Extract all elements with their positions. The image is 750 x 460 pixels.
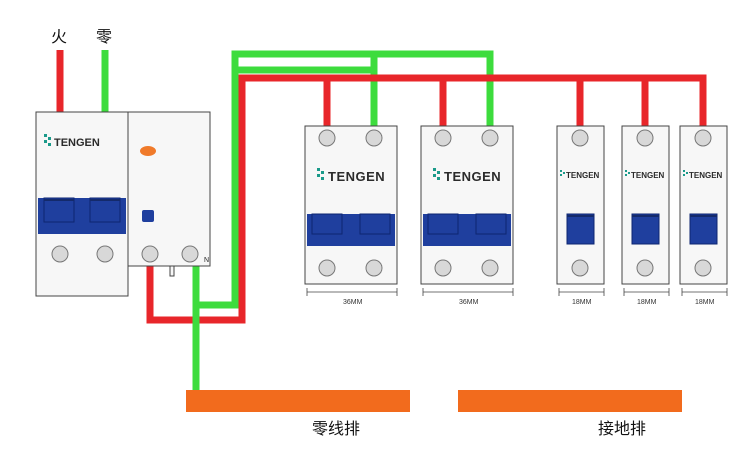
toggle-handle-right[interactable] bbox=[359, 213, 391, 235]
rcd-test-button[interactable] bbox=[142, 210, 154, 222]
terminal-screw bbox=[694, 129, 712, 147]
brand-label: TENGEN bbox=[631, 171, 665, 180]
branch-breaker-1: TENGEN bbox=[304, 125, 398, 285]
tengen-logo-icon bbox=[44, 134, 51, 146]
terminal-screw bbox=[434, 129, 452, 147]
terminal-screw bbox=[694, 259, 712, 277]
terminal-screw bbox=[318, 259, 336, 277]
terminal-screw bbox=[141, 245, 159, 263]
rcd-indicator bbox=[140, 146, 156, 156]
branch-breaker-5: TENGEN bbox=[679, 125, 728, 285]
wires bbox=[56, 50, 707, 398]
branch-breaker-3: TENGEN bbox=[556, 125, 605, 285]
tengen-logo-icon bbox=[625, 170, 630, 176]
terminal-screw bbox=[571, 129, 589, 147]
branch-breaker-2: TENGEN bbox=[420, 125, 514, 285]
ground-busbar bbox=[458, 390, 682, 412]
neutral-busbar bbox=[186, 390, 410, 412]
toggle-handle[interactable] bbox=[689, 213, 718, 245]
terminal-screw bbox=[571, 259, 589, 277]
tengen-logo-icon bbox=[560, 170, 565, 176]
toggle-handle-left[interactable] bbox=[311, 213, 343, 235]
terminal-screw bbox=[481, 129, 499, 147]
terminal-screw bbox=[181, 245, 199, 263]
brand-label: TENGEN bbox=[328, 169, 385, 184]
dimension-marks bbox=[306, 288, 728, 296]
brand-label: TENGEN bbox=[54, 137, 100, 149]
tengen-logo-icon bbox=[317, 168, 324, 180]
terminal-screw bbox=[636, 259, 654, 277]
width-label: 18MM bbox=[637, 299, 657, 306]
tengen-logo-icon bbox=[433, 168, 440, 180]
terminal-screw bbox=[318, 129, 336, 147]
terminal-screw bbox=[96, 245, 114, 263]
neutral-busbar-label: 零线排 bbox=[312, 419, 360, 438]
main-breaker: TENGEN bbox=[35, 111, 129, 297]
toggle-handle-right[interactable] bbox=[89, 197, 121, 223]
brand-label: TENGEN bbox=[689, 171, 723, 180]
terminal-screw bbox=[51, 245, 69, 263]
width-label: 36MM bbox=[343, 299, 363, 306]
width-label: 18MM bbox=[695, 299, 715, 306]
n-terminal-label: N bbox=[204, 257, 209, 264]
branch-breaker-4: TENGEN bbox=[621, 125, 670, 285]
terminal-screw bbox=[365, 129, 383, 147]
tengen-logo-icon bbox=[683, 170, 688, 176]
neutral-label: 零 bbox=[96, 27, 112, 46]
toggle-handle[interactable] bbox=[566, 213, 595, 245]
terminal-screw bbox=[434, 259, 452, 277]
live-label: 火 bbox=[51, 27, 67, 46]
terminal-screw bbox=[365, 259, 383, 277]
terminal-screw bbox=[481, 259, 499, 277]
width-label: 36MM bbox=[459, 299, 479, 306]
toggle-handle-left[interactable] bbox=[43, 197, 75, 223]
brand-label: TENGEN bbox=[444, 169, 501, 184]
toggle-handle-left[interactable] bbox=[427, 213, 459, 235]
terminal-screw bbox=[636, 129, 654, 147]
width-label: 18MM bbox=[572, 299, 592, 306]
ground-busbar-label: 接地排 bbox=[598, 419, 646, 438]
toggle-handle-right[interactable] bbox=[475, 213, 507, 235]
live-distribution-wire bbox=[146, 74, 707, 324]
rcd-module: N bbox=[127, 111, 211, 277]
brand-label: TENGEN bbox=[566, 171, 600, 180]
toggle-handle[interactable] bbox=[631, 213, 660, 245]
neutral-distribution-wire bbox=[192, 50, 494, 309]
